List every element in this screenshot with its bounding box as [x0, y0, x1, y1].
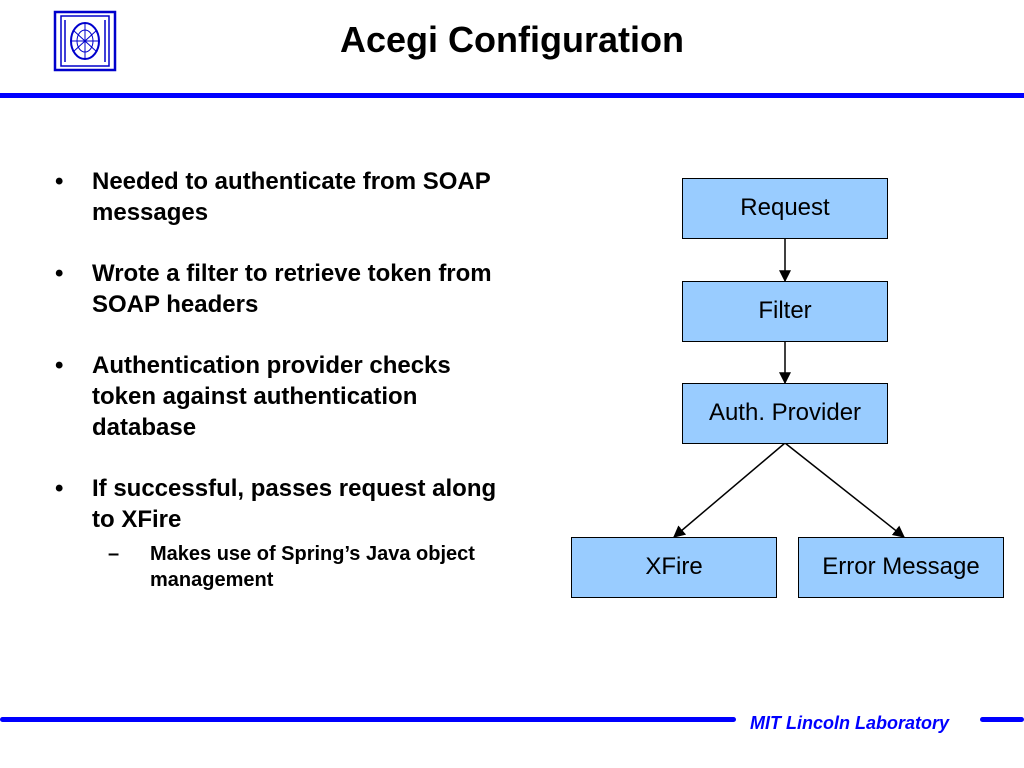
bullet-marker: •: [55, 475, 64, 502]
footer-rule-right: [980, 717, 1024, 722]
node-auth-provider: Auth. Provider: [682, 383, 888, 444]
bullet-text: If successful, passes request along to X…: [92, 475, 497, 533]
node-xfire: XFire: [571, 537, 777, 598]
bullet-marker: •: [55, 260, 64, 287]
node-filter: Filter: [682, 281, 888, 342]
bullet-item: • Needed to authenticate from SOAP messa…: [55, 166, 515, 228]
arrow-auth-xfire: [673, 442, 786, 538]
page-title: Acegi Configuration: [340, 19, 684, 60]
arrow-auth-error: [784, 442, 905, 538]
bullet-marker: •: [55, 168, 64, 195]
bullet-text: Wrote a filter to retrieve token from SO…: [92, 260, 492, 318]
bullet-item: • Wrote a filter to retrieve token from …: [55, 258, 515, 320]
bullet-list: • Needed to authenticate from SOAP messa…: [55, 166, 515, 623]
footer-org-label: MIT Lincoln Laboratory: [750, 713, 950, 733]
mit-lincoln-lab-logo-icon: [53, 10, 117, 72]
header-divider: [0, 93, 1024, 98]
bullet-marker: •: [55, 352, 64, 379]
sub-bullet-marker: –: [108, 543, 120, 565]
node-request: Request: [682, 178, 888, 239]
footer-rule-left: [0, 717, 736, 722]
bullet-text: Authentication provider checks token aga…: [92, 352, 451, 441]
node-error-message: Error Message: [798, 537, 1004, 598]
bullet-text: Needed to authenticate from SOAP message…: [92, 168, 491, 226]
sub-bullet-item: – Makes use of Spring’s Java object mana…: [92, 541, 515, 593]
sub-bullet-text: Makes use of Spring’s Java object manage…: [150, 543, 475, 591]
bullet-item: • If successful, passes request along to…: [55, 473, 515, 593]
bullet-item: • Authentication provider checks token a…: [55, 350, 515, 443]
